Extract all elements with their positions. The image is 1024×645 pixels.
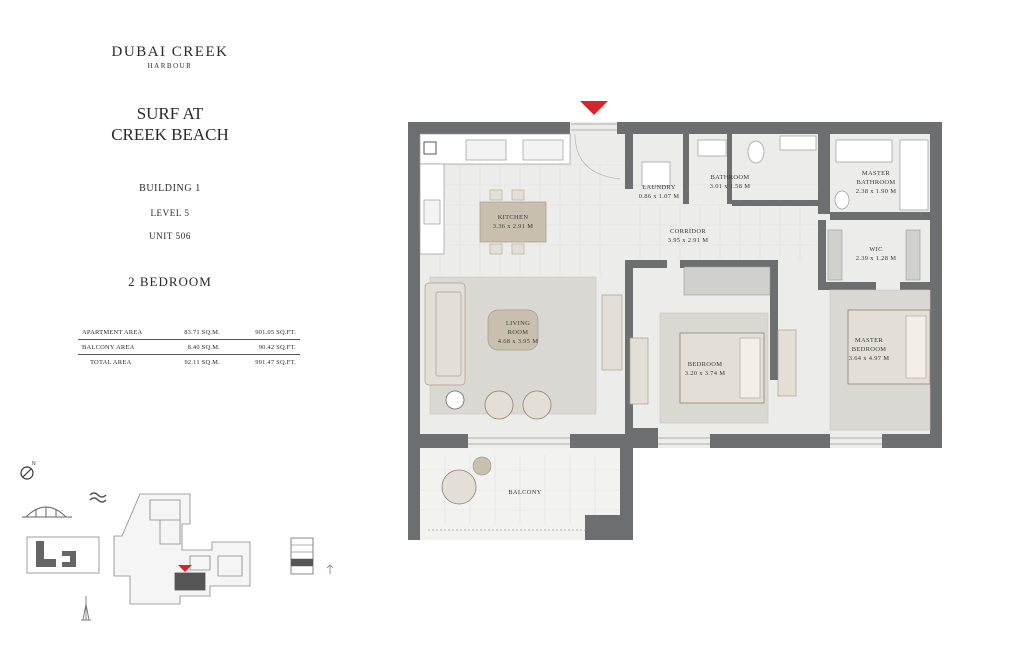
unit-type: 2 BEDROOM bbox=[128, 274, 212, 289]
svg-text:N: N bbox=[32, 461, 36, 467]
area-sqm: 83.71 SQ.M. bbox=[184, 329, 220, 336]
compass-icon: N bbox=[20, 461, 36, 480]
sofa bbox=[424, 282, 466, 386]
room-bathroom-dim: 3.01 x 1.58 M bbox=[710, 183, 751, 190]
area-label: TOTAL AREA bbox=[78, 354, 172, 369]
room-master-bed-dim: 3.64 x 4.97 M bbox=[849, 355, 890, 362]
room-corridor-label: CORRIDOR bbox=[670, 228, 706, 235]
fridge-icon bbox=[423, 141, 437, 155]
brand-name: DUBAI CREEK bbox=[111, 44, 229, 60]
armchairs bbox=[484, 390, 552, 420]
waves-icon bbox=[89, 492, 107, 503]
room-laundry-dim: 0.86 x 1.07 M bbox=[639, 193, 680, 200]
room-master-bed-label1: MASTER bbox=[855, 337, 884, 344]
project-title: SURF AT CREEK BEACH bbox=[60, 103, 280, 145]
area-sqm: 92.11 SQ.M. bbox=[172, 354, 224, 369]
bedroom-bed bbox=[679, 332, 765, 404]
area-table: APARTMENT AREA 83.71 SQ.M. 901.05 SQ.FT.… bbox=[78, 325, 300, 369]
room-bedroom-dim: 3.20 x 3.74 M bbox=[685, 370, 726, 377]
room-bedroom-label: BEDROOM bbox=[688, 361, 723, 368]
bridge-icon bbox=[22, 506, 72, 518]
walls bbox=[408, 122, 942, 540]
wardrobe bbox=[683, 266, 771, 296]
entrance-marker-icon bbox=[580, 101, 608, 115]
kitchen-counter bbox=[419, 133, 571, 255]
coffee-table bbox=[487, 309, 539, 351]
unit-label: UNIT 506 bbox=[149, 231, 191, 241]
windows bbox=[428, 123, 882, 531]
master-dresser bbox=[777, 329, 797, 397]
site-plan-icon bbox=[26, 536, 100, 574]
wic-shelves bbox=[827, 229, 921, 281]
washer bbox=[641, 161, 671, 187]
master-bed bbox=[847, 309, 931, 385]
room-living-label1: LIVING bbox=[506, 320, 530, 327]
room-balcony-label: BALCONY bbox=[508, 489, 542, 496]
level-stack-icon bbox=[290, 537, 334, 575]
area-label: APARTMENT AREA bbox=[82, 329, 143, 336]
room-living-dim: 4.68 x 3.95 M bbox=[498, 338, 539, 345]
room-laundry-label: LAUNDRY bbox=[642, 184, 676, 191]
level-label: LEVEL 5 bbox=[150, 208, 190, 218]
room-living-label2: ROOM bbox=[508, 329, 529, 336]
burj-icon bbox=[81, 596, 91, 621]
developer-logo: DUBAI CREEK HARBOUR bbox=[60, 44, 280, 70]
dining-table bbox=[479, 189, 547, 255]
area-row: BALCONY AREA 8.40 SQ.M. 90.42 SQ.FT. bbox=[78, 339, 300, 355]
area-row: TOTAL AREA 92.11 SQ.M. 991.47 SQ.FT. bbox=[78, 354, 300, 369]
room-wic-dim: 2.39 x 1.28 M bbox=[856, 255, 897, 262]
building-key-plan bbox=[113, 493, 251, 605]
area-sqft: 901.05 SQ.FT. bbox=[255, 329, 296, 336]
tv-unit bbox=[601, 294, 623, 371]
area-sqft: 90.42 SQ.FT. bbox=[224, 339, 300, 355]
area-sqm: 8.40 SQ.M. bbox=[172, 339, 224, 355]
project-title-line2: CREEK BEACH bbox=[111, 125, 229, 144]
room-master-bath-label2: BATHROOM bbox=[857, 179, 896, 186]
room-master-bed-label2: BEDROOM bbox=[852, 346, 887, 353]
room-bathroom-label: BATHROOM bbox=[711, 174, 750, 181]
project-title-line1: SURF AT bbox=[136, 104, 204, 123]
brand-subtitle: HARBOUR bbox=[147, 62, 193, 70]
area-label: BALCONY AREA bbox=[78, 339, 172, 355]
building-label: BUILDING 1 bbox=[139, 183, 201, 194]
room-master-bath-label1: MASTER bbox=[862, 170, 891, 177]
area-row: APARTMENT AREA 83.71 SQ.M. 901.05 SQ.FT. bbox=[78, 325, 300, 340]
bathroom-fixtures bbox=[697, 135, 929, 211]
room-kitchen-dim: 3.36 x 2.91 M bbox=[493, 223, 534, 230]
room-kitchen-label: KITCHEN bbox=[498, 214, 529, 221]
balcony-furniture bbox=[441, 456, 492, 505]
area-sqft: 991.47 SQ.FT. bbox=[224, 354, 300, 369]
bedroom-desk bbox=[629, 337, 649, 405]
room-corridor-dim: 3.95 x 2.91 M bbox=[668, 237, 709, 244]
room-master-bath-dim: 2.38 x 1.90 M bbox=[856, 188, 897, 195]
room-wic-label: WIC bbox=[869, 246, 883, 253]
side-table bbox=[445, 390, 465, 410]
door-swing bbox=[574, 133, 621, 180]
